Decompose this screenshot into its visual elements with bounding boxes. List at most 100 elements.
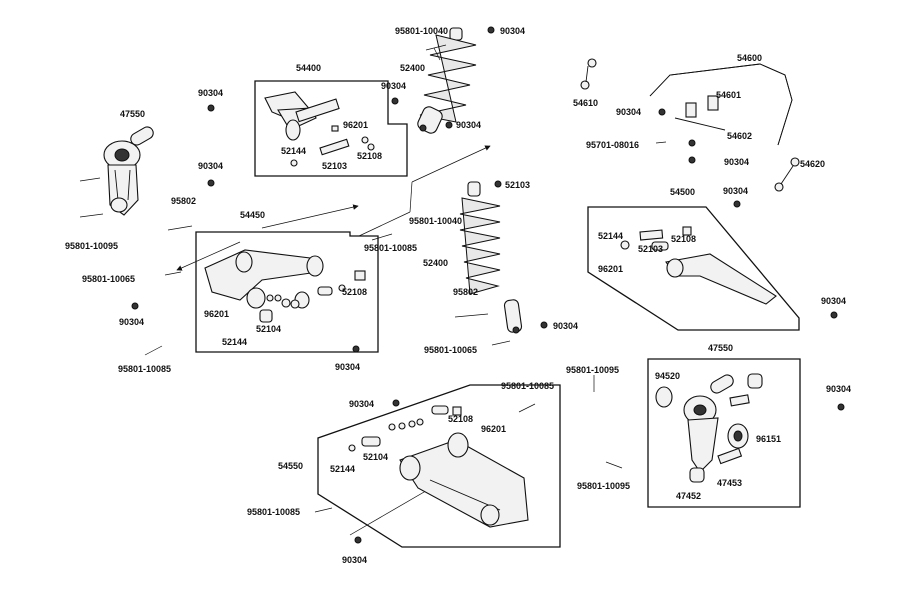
nut-1: [207, 104, 215, 112]
callout-54620: 54620: [800, 159, 826, 169]
callout-95801-10095-right: 95801-10095: [566, 365, 620, 375]
callout-54500: 54500: [670, 187, 696, 197]
callout-95801-10085-left: 95801-10085: [118, 364, 172, 374]
callout-90304-b: 90304: [198, 161, 224, 171]
callout-90304-j: 90304: [349, 399, 375, 409]
callout-54400: 54400: [296, 63, 322, 73]
nut-17: [354, 536, 362, 544]
shock-absorber-top: [417, 27, 477, 134]
callout-90304-top-shock: 90304: [500, 26, 526, 36]
stabilizer-bar: [580, 58, 800, 192]
bolt-b: [164, 271, 182, 276]
callout-54550: 54550: [278, 461, 304, 471]
callout-52108-swing: 52108: [342, 287, 368, 297]
callout-90304-l: 90304: [826, 384, 852, 394]
callout-47452: 47452: [676, 491, 702, 501]
frame-54500: [587, 206, 800, 331]
callout-95801-10085-bottom: 95801-10085: [247, 507, 301, 517]
callout-52144-swing: 52144: [222, 337, 248, 347]
callout-90304-c: 90304: [119, 317, 145, 327]
callout-90304-e: 90304: [553, 321, 579, 331]
bolt-left-2: [79, 213, 104, 218]
callout-95801-10095-bottom: 95801-10095: [577, 481, 631, 491]
nut-2: [207, 179, 215, 187]
callout-52103-shock: 52103: [505, 180, 531, 190]
callout-52400-mid: 52400: [423, 258, 449, 268]
bolt-top-shock: [425, 44, 447, 51]
callout-95801-10065-mid: 95801-10065: [424, 345, 478, 355]
bolt-i: [433, 47, 441, 61]
nut-15: [837, 403, 845, 411]
callout-52144-arm: 52144: [598, 231, 624, 241]
callout-96201-swing: 96201: [204, 309, 230, 319]
arrow-left: [176, 241, 241, 271]
swing-arm-54550: [348, 405, 529, 528]
callout-95801-10065-left: 95801-10065: [82, 274, 136, 284]
callout-54601: 54601: [716, 90, 742, 100]
bolt-j: [655, 141, 667, 144]
callout-52144-bracket: 52144: [281, 146, 307, 156]
arrow-up-right: [358, 211, 411, 237]
callout-52104-lower: 52104: [363, 452, 389, 462]
knuckle-upright-left: [103, 126, 154, 216]
callout-90304-bracket: 90304: [381, 81, 407, 91]
bolt-e: [518, 403, 536, 413]
bolt-f: [314, 507, 333, 513]
callout-95801-10085-mid: 95801-10085: [364, 243, 418, 253]
callout-54610: 54610: [573, 98, 599, 108]
callout-96201-arm: 96201: [598, 264, 624, 274]
callout-95802-mid: 95802: [453, 287, 479, 297]
knuckle-upright-right: [655, 373, 763, 483]
frame-54400: [254, 80, 408, 177]
bolt-mid-shock: [454, 313, 489, 318]
callout-95801-10040-top: 95801-10040: [395, 26, 449, 36]
callout-52400-top: 52400: [400, 63, 426, 73]
nut-9: [352, 345, 360, 353]
callout-94520: 94520: [655, 371, 681, 381]
nut-8: [540, 321, 548, 329]
callout-52103-bracket: 52103: [322, 161, 348, 171]
nut-3: [131, 302, 139, 310]
callout-47550-left: 47550: [120, 109, 146, 119]
callout-90304-g: 90304: [724, 157, 750, 167]
callout-54600: 54600: [737, 53, 763, 63]
callout-54602: 54602: [727, 131, 753, 141]
bolt-swing-arm: [167, 225, 193, 231]
callout-90304-f: 90304: [616, 107, 642, 117]
bolt-a: [144, 345, 163, 356]
callout-47453: 47453: [717, 478, 743, 488]
bracket-54400: [264, 91, 375, 167]
callout-90304-shock-bottom: 90304: [456, 120, 482, 130]
callout-52108-bracket: 52108: [357, 151, 383, 161]
frame-54450: [195, 231, 379, 353]
callout-95801-10095-left: 95801-10095: [65, 241, 119, 251]
shock-absorber-middle: [459, 181, 523, 334]
callout-96201-lower: 96201: [481, 424, 507, 434]
callout-95802-left: 95802: [171, 196, 197, 206]
nut-5: [487, 26, 495, 34]
swing-arm-54450: [204, 249, 366, 323]
bolt-left-1: [79, 177, 101, 182]
callout-96151: 96151: [756, 434, 782, 444]
callout-52103-arm: 52103: [638, 244, 664, 254]
bolt-h: [605, 461, 623, 469]
arrow-up-right-2: [409, 181, 413, 213]
callout-95801-10040-mid: 95801-10040: [409, 216, 463, 226]
nut-16: [392, 399, 400, 407]
arrow-up-right-3: [411, 145, 491, 183]
callout-90304-d: 90304: [335, 362, 361, 372]
frame-47550-right: [647, 358, 801, 508]
nut-11: [688, 139, 696, 147]
arm-54500: [620, 226, 777, 305]
callout-54450: 54450: [240, 210, 266, 220]
nut-4: [391, 97, 399, 105]
callout-95701-08016: 95701-08016: [586, 140, 640, 150]
nut-14: [830, 311, 838, 319]
callout-95801-10085-right: 95801-10085: [501, 381, 555, 391]
callout-96201-bracket: 96201: [343, 120, 369, 130]
arrow-up-mid: [261, 204, 359, 229]
nut-7: [494, 180, 502, 188]
callout-90304-h: 90304: [723, 186, 749, 196]
